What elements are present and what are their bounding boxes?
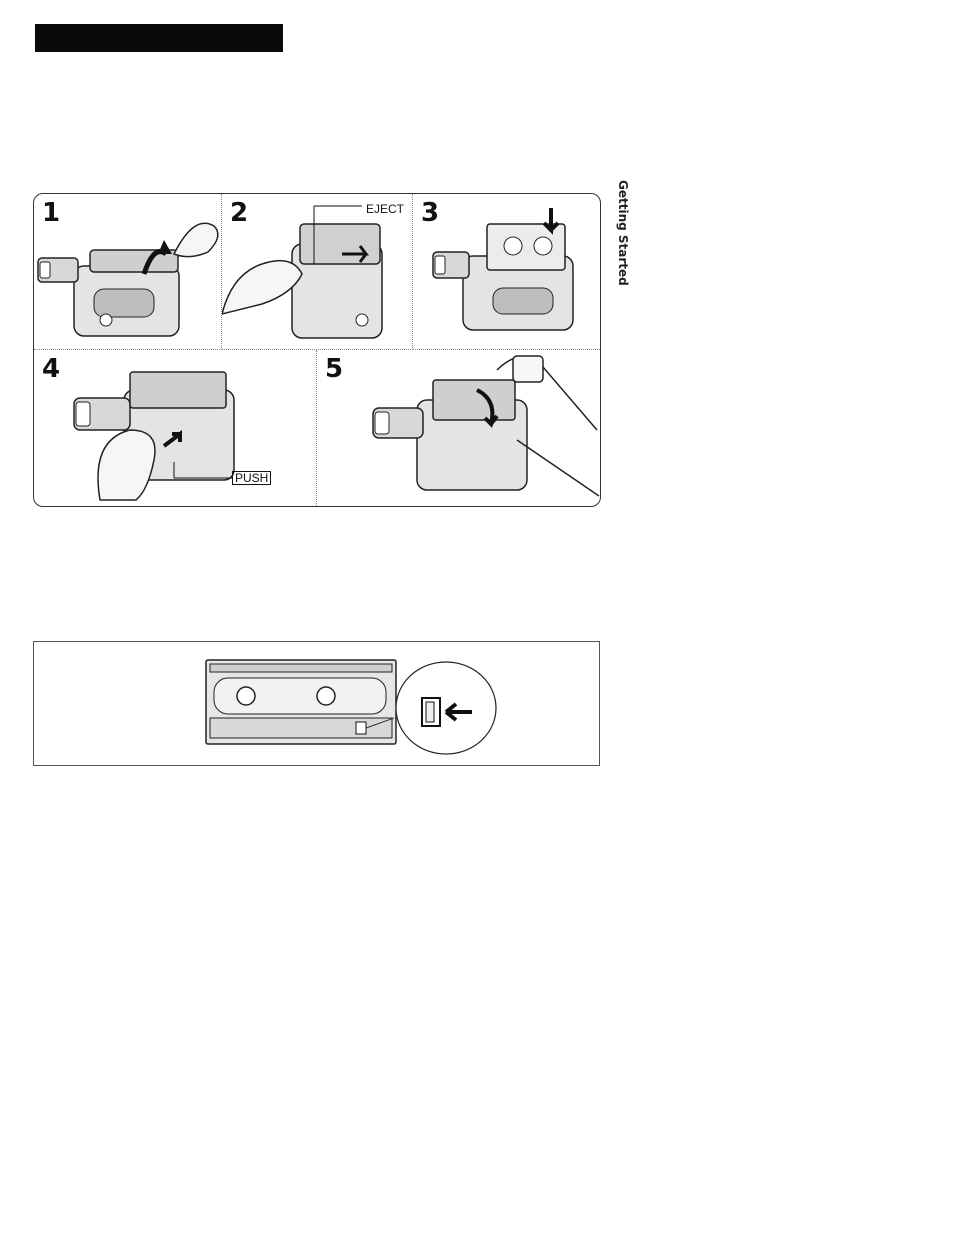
- push-callout: PUSH: [232, 471, 271, 485]
- step-1-panel: 1: [34, 194, 222, 350]
- sidebar-section-label: Getting Started: [616, 180, 630, 286]
- cassette-compartment-push-icon: [34, 350, 317, 506]
- eject-callout: EJECT: [366, 202, 404, 216]
- sidebar-section-tab: Getting Started: [612, 180, 638, 280]
- camcorder-lid-open-icon: [34, 194, 222, 350]
- camcorder-eject-icon: [222, 194, 413, 350]
- cassette-insert-icon: [413, 194, 600, 350]
- cassette-record-tab-panel: [33, 641, 600, 766]
- step-2-panel: 2 EJECT: [222, 194, 413, 350]
- step-5-panel: 5: [317, 350, 600, 506]
- lid-close-icon: [317, 350, 600, 506]
- steps-illustration-panel: 1 2 EJECT 3: [33, 193, 601, 507]
- step-4-panel: 4 PUSH: [34, 350, 317, 506]
- cassette-record-tab-icon: [34, 642, 599, 765]
- step-3-panel: 3: [413, 194, 600, 350]
- header-bar: [35, 24, 283, 52]
